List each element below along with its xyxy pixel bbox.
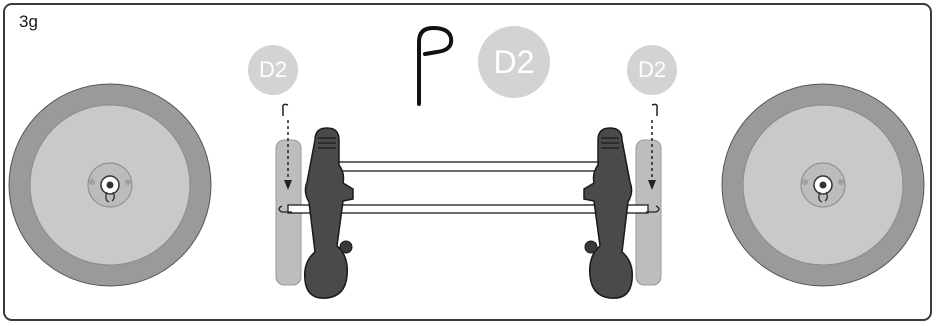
right-wheel bbox=[721, 83, 925, 287]
right-insert-arrow-icon bbox=[648, 120, 656, 190]
right-pin-installed-icon bbox=[646, 205, 660, 213]
left-insert-arrow-icon bbox=[284, 120, 292, 190]
part-badge-right: D2 bbox=[627, 45, 677, 95]
left-pin-icon bbox=[282, 103, 289, 116]
right-leg-assembly bbox=[583, 127, 634, 299]
part-badge-left: D2 bbox=[248, 45, 298, 95]
right-pin-icon bbox=[651, 103, 658, 116]
step-number: 3g bbox=[19, 12, 38, 31]
left-wheel bbox=[8, 83, 212, 287]
part-badge-center: D2 bbox=[478, 26, 550, 98]
left-leg-assembly bbox=[303, 127, 354, 299]
lower-axle bbox=[287, 204, 649, 214]
cotter-pin-icon bbox=[417, 26, 454, 106]
left-pin-installed-icon bbox=[278, 205, 292, 213]
upper-axle bbox=[329, 161, 613, 172]
